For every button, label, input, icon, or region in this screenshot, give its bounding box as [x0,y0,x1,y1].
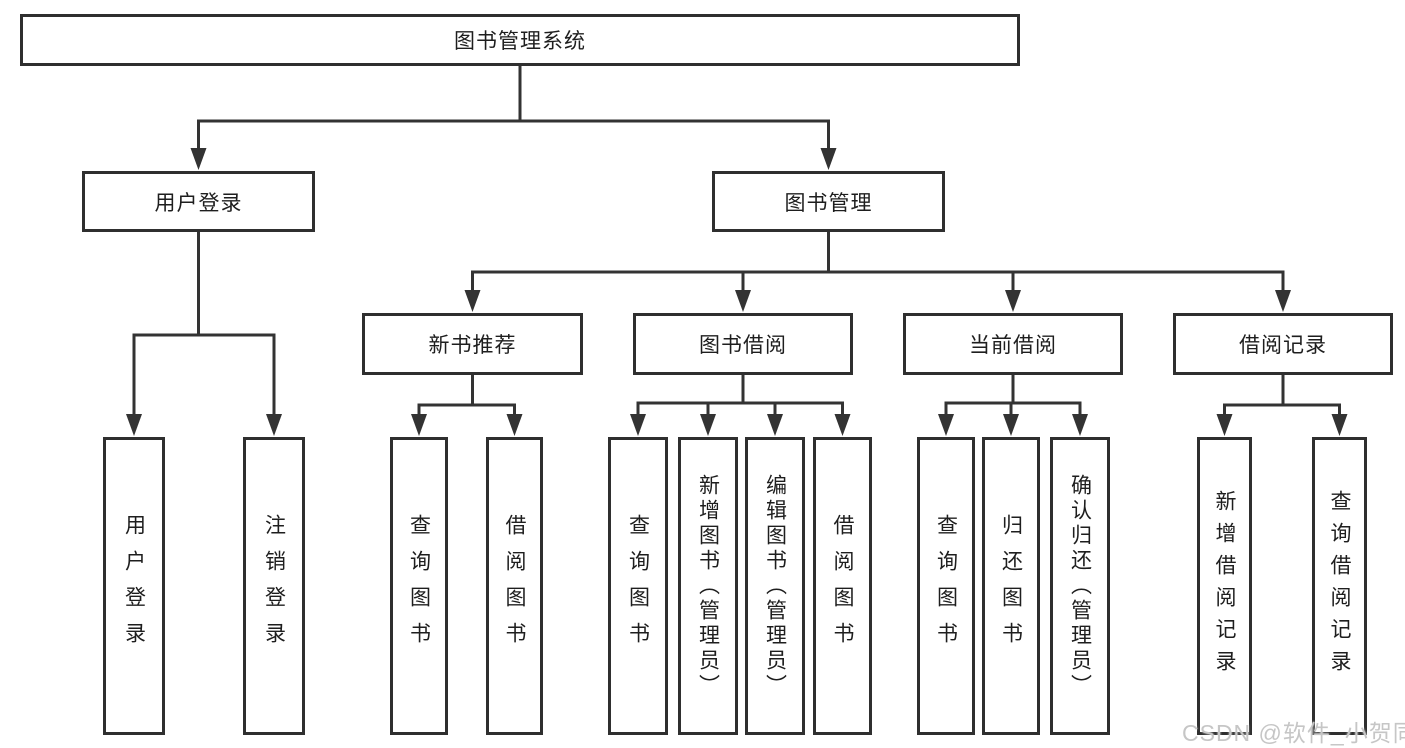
leaf-borrowing-query-books: 查询图书 [608,437,668,735]
leaf-add-book-admin: 新增图书（管理员） [678,437,738,735]
node-current-borrowing-label: 当前借阅 [969,334,1057,357]
node-system-root: 图书管理系统 [20,14,1020,66]
leaf-edit-book-admin: 编辑图书（管理员） [745,437,805,735]
leaf-recommend-query-books: 查询图书 [390,437,448,735]
leaf-recommend-borrow-books: 借阅图书 [486,437,543,735]
leaf-current-query-books: 查询图书 [917,437,975,735]
node-new-book-recommend-label: 新书推荐 [428,334,517,357]
leaf-add-borrow-record: 新增借阅记录 [1197,437,1252,735]
leaf-confirm-return-admin: 确认归还（管理员） [1050,437,1110,735]
leaf-add-borrow-record-label: 新增借阅记录 [1213,490,1236,682]
node-book-management: 图书管理 [712,171,945,232]
leaf-borrow-books: 借阅图书 [813,437,872,735]
leaf-add-book-admin-label: 新增图书（管理员） [696,473,720,699]
leaf-user-login-label: 用户登录 [122,514,146,658]
leaf-logout: 注销登录 [243,437,305,735]
leaf-query-borrow-record-label: 查询借阅记录 [1328,490,1351,682]
leaf-current-query-books-label: 查询图书 [934,514,958,658]
leaf-logout-label: 注销登录 [262,514,286,658]
node-book-borrowing: 图书借阅 [633,313,853,375]
leaf-confirm-return-admin-label: 确认归还（管理员） [1068,473,1092,699]
csdn-watermark: CSDN @软件_小贺同学 [1182,720,1405,746]
node-borrowing-records-label: 借阅记录 [1239,334,1327,357]
leaf-return-books-label: 归还图书 [999,514,1023,658]
node-new-book-recommend: 新书推荐 [362,313,583,375]
node-user-login: 用户登录 [82,171,315,232]
node-borrowing-records: 借阅记录 [1173,313,1393,375]
node-system-root-label: 图书管理系统 [454,30,586,53]
leaf-recommend-query-books-label: 查询图书 [407,514,431,658]
leaf-borrow-books-label: 借阅图书 [831,514,854,658]
leaf-query-borrow-record: 查询借阅记录 [1312,437,1367,735]
leaf-return-books: 归还图书 [982,437,1040,735]
node-user-login-label: 用户登录 [154,191,243,215]
node-book-management-label: 图书管理 [784,191,873,215]
node-book-borrowing-label: 图书借阅 [699,334,787,357]
leaf-edit-book-admin-label: 编辑图书（管理员） [763,473,787,699]
leaf-user-login: 用户登录 [103,437,165,735]
arrowheads [126,148,1348,436]
leaf-borrowing-query-books-label: 查询图书 [626,514,650,658]
node-current-borrowing: 当前借阅 [903,313,1123,375]
leaf-recommend-borrow-books-label: 借阅图书 [503,514,526,658]
